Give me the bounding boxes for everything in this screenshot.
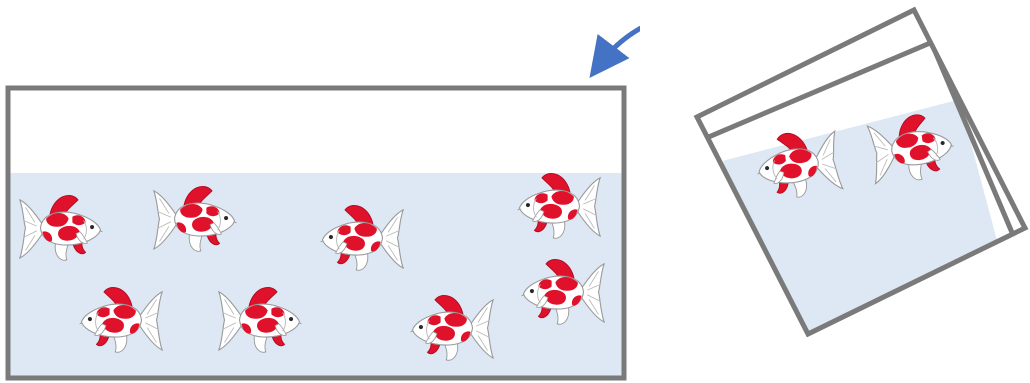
large-tank-outline	[5, 85, 627, 381]
large-tank	[5, 85, 627, 381]
small-tank-mask	[640, 0, 1030, 383]
